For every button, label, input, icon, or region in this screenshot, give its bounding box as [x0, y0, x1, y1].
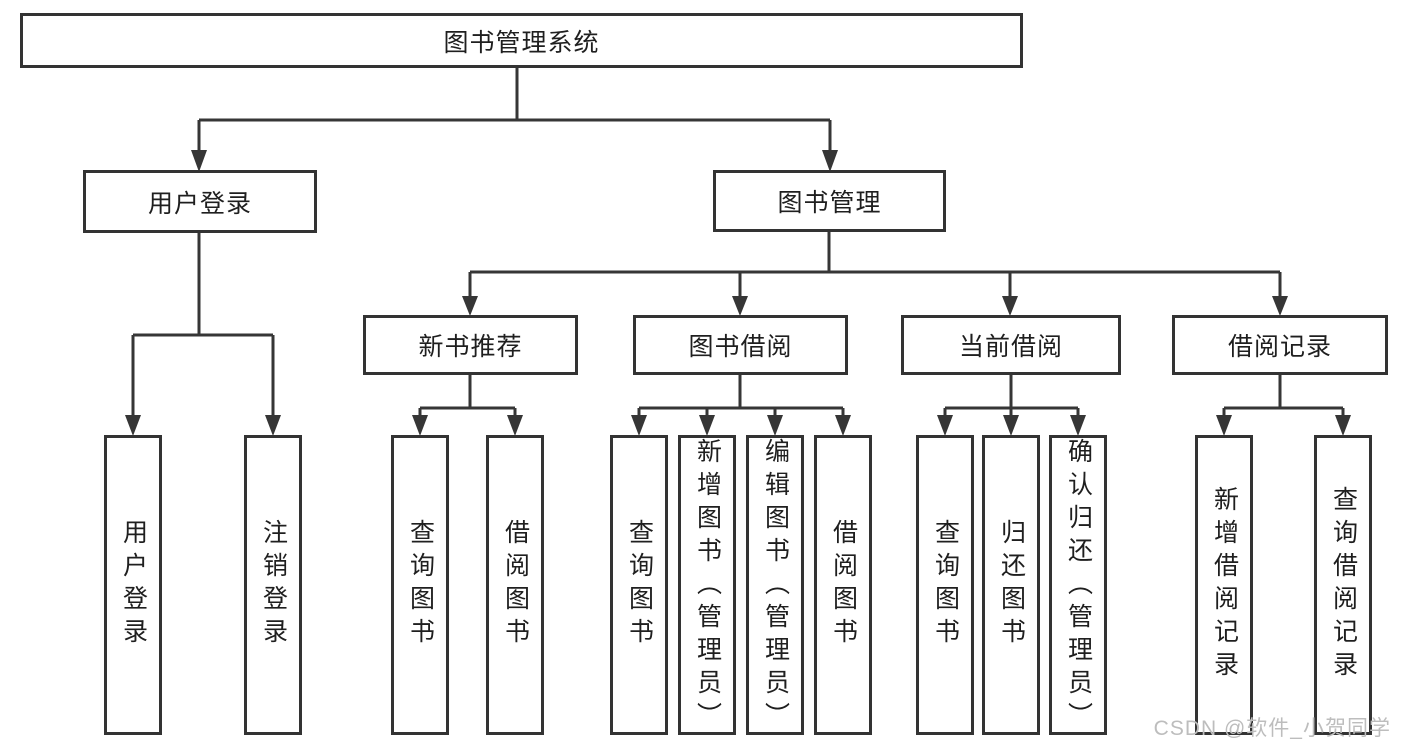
leaf-br-add-borrow-record-label: 新增借阅记录 [1210, 486, 1239, 684]
leaf-logout-label: 注销登录 [259, 519, 288, 651]
leaf-nr-query-books: 查询图书 [391, 435, 449, 735]
node-user-login: 用户登录 [83, 170, 317, 233]
leaf-nr-borrow-books: 借阅图书 [486, 435, 544, 735]
leaf-br-add-borrow-record: 新增借阅记录 [1195, 435, 1253, 735]
leaf-cb-query-books: 查询图书 [916, 435, 974, 735]
leaf-bb-edit-books-admin: 编辑图书（管理员） [746, 435, 804, 735]
leaf-cb-confirm-return-admin-label: 确认归还（管理员） [1064, 438, 1093, 735]
leaf-cb-return-books-label: 归还图书 [997, 519, 1026, 651]
leaf-nr-query-books-label: 查询图书 [406, 519, 435, 651]
node-book-mgmt: 图书管理 [713, 170, 946, 232]
leaf-nr-borrow-books-label: 借阅图书 [501, 519, 530, 651]
leaf-bb-borrow-books-label: 借阅图书 [829, 519, 858, 651]
leaf-bb-edit-books-admin-label: 编辑图书（管理员） [761, 438, 790, 735]
leaf-bb-borrow-books: 借阅图书 [814, 435, 872, 735]
node-current-borrow: 当前借阅 [901, 315, 1121, 375]
leaf-br-query-borrow-record: 查询借阅记录 [1314, 435, 1372, 735]
csdn-watermark: CSDN @软件_小贺同学 [1153, 717, 1391, 740]
leaf-bb-add-books-admin-label: 新增图书（管理员） [693, 438, 722, 735]
node-new-book-rec: 新书推荐 [363, 315, 578, 375]
leaf-user-login: 用户登录 [104, 435, 162, 735]
leaf-cb-query-books-label: 查询图书 [931, 519, 960, 651]
node-borrow-records: 借阅记录 [1172, 315, 1388, 375]
leaf-br-query-borrow-record-label: 查询借阅记录 [1329, 486, 1358, 684]
leaf-cb-confirm-return-admin: 确认归还（管理员） [1049, 435, 1107, 735]
leaf-bb-query-books: 查询图书 [610, 435, 668, 735]
leaf-logout: 注销登录 [244, 435, 302, 735]
node-root: 图书管理系统 [20, 13, 1023, 68]
node-book-borrow: 图书借阅 [633, 315, 848, 375]
leaf-bb-query-books-label: 查询图书 [625, 519, 654, 651]
leaf-user-login-label: 用户登录 [119, 519, 148, 651]
leaf-cb-return-books: 归还图书 [982, 435, 1040, 735]
leaf-bb-add-books-admin: 新增图书（管理员） [678, 435, 736, 735]
